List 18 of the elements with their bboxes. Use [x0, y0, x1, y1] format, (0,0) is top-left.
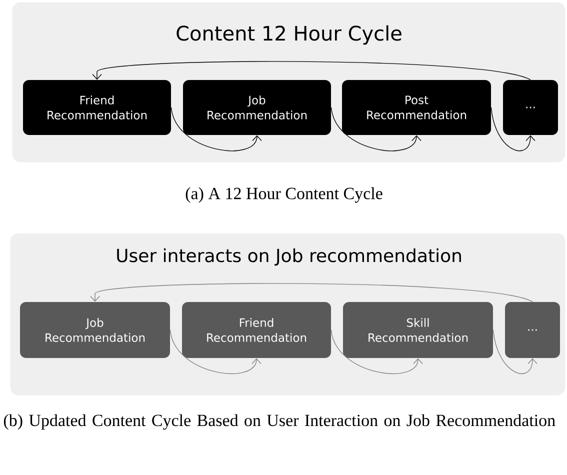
- recommendation-box: ...: [505, 302, 560, 358]
- arrow: [330, 330, 423, 374]
- panel-title: Content 12 Hour Cycle: [176, 25, 402, 45]
- caption: (a) A 12 Hour Content Cycle: [186, 187, 382, 203]
- caption: (b) Updated Content Cycle Based on User Interaction on Job Recommendation: [4, 414, 556, 430]
- arrow: [330, 107, 422, 152]
- arrow: [170, 107, 262, 152]
- panel-title: User interacts on Job recommendation: [117, 248, 461, 266]
- arrow: [170, 330, 262, 374]
- recommendation-box: ...: [503, 80, 558, 135]
- recommendation-box: Friend Recommendation: [182, 302, 331, 358]
- recommendation-box: Friend Recommendation: [23, 80, 171, 135]
- recommendation-box: Job Recommendation: [183, 80, 331, 135]
- arrow: [92, 61, 531, 80]
- arrow: [90, 283, 533, 302]
- recommendation-box: Job Recommendation: [20, 302, 170, 358]
- recommendation-box: Skill Recommendation: [343, 302, 493, 358]
- recommendation-box: Post Recommendation: [342, 80, 491, 135]
